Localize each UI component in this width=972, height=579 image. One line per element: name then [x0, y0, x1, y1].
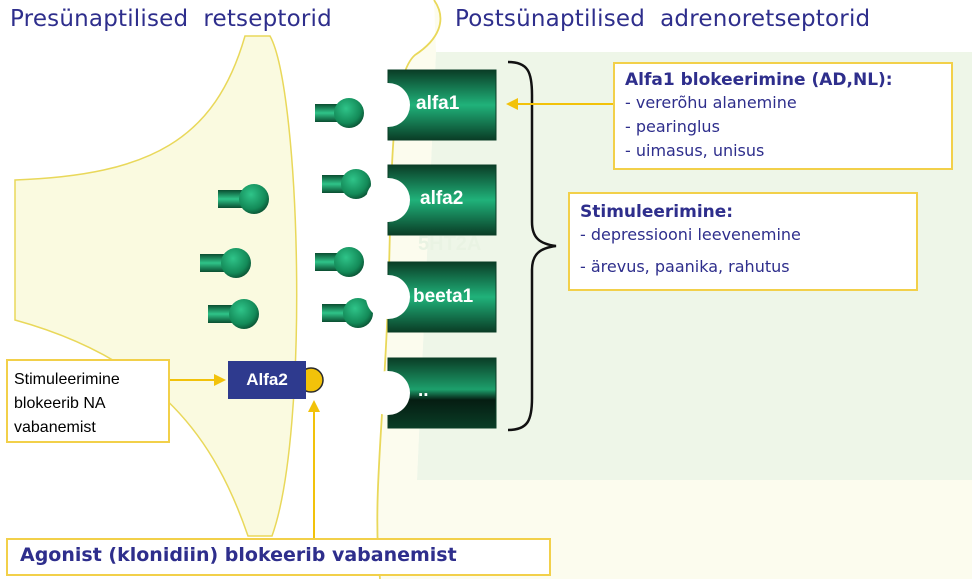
molecule — [315, 98, 364, 128]
stimulation-box-item: - depressiooni leevenemine — [580, 225, 801, 244]
na-box-line: blokeerib NA — [14, 395, 106, 412]
receptor-label-alfa1: alfa1 — [416, 93, 460, 114]
na-release-box: Stimuleerimine blokeerib NA vabanemist — [6, 359, 170, 443]
agonist-box: Agonist (klonidiin) blokeerib vabanemist — [6, 538, 551, 576]
receptor-alfa2 — [366, 164, 497, 236]
arrowhead-na — [214, 374, 226, 386]
stimulation-box: Stimuleerimine: - depressiooni leevenemi… — [568, 192, 918, 291]
alfa1-box-title: Alfa1 blokeerimine (AD,NL): — [625, 70, 893, 90]
receptor-label-alfa2: alfa2 — [420, 188, 464, 209]
presynaptic-receptor-alfa2: Alfa2 — [228, 361, 306, 399]
presynaptic-neuron — [14, 35, 298, 537]
alfa1-box-item: - vererõhu alanemine — [625, 93, 797, 112]
molecule — [322, 298, 373, 328]
molecule — [200, 248, 251, 278]
title-postsynaptic: Postsünaptilised adrenoretseptorid — [455, 6, 871, 32]
neurotransmitter-molecules — [200, 98, 373, 329]
alfa1-box-item: - pearinglus — [625, 117, 720, 136]
receptor-label-other: .. — [418, 380, 429, 401]
alfa1-blockade-box: Alfa1 blokeerimine (AD,NL): - vererõhu a… — [613, 62, 953, 170]
stimulation-box-title: Stimuleerimine: — [580, 202, 734, 222]
molecule — [208, 299, 259, 329]
molecule — [315, 247, 364, 277]
receptor-label-beeta1: beeta1 — [413, 286, 474, 307]
molecule — [218, 184, 269, 214]
receptor-alfa1 — [366, 69, 497, 141]
title-presynaptic: Presünaptilised retseptorid — [10, 6, 332, 32]
arrowhead-agonist — [308, 400, 320, 412]
receptor-brace — [507, 60, 557, 432]
ghost-label-5ht2a: 5HT2A — [418, 233, 482, 255]
receptor-other — [366, 357, 497, 429]
na-box-line: vabanemist — [14, 419, 96, 436]
molecule — [322, 169, 371, 199]
arrowhead-alfa1 — [506, 98, 518, 110]
postsynaptic-membrane — [377, 0, 972, 579]
alfa1-box-item: - uimasus, unisus — [625, 141, 765, 160]
stimulation-box-item: - ärevus, paanika, rahutus — [580, 257, 790, 276]
na-box-line: Stimuleerimine — [14, 371, 120, 388]
receptor-beeta1 — [366, 261, 497, 333]
